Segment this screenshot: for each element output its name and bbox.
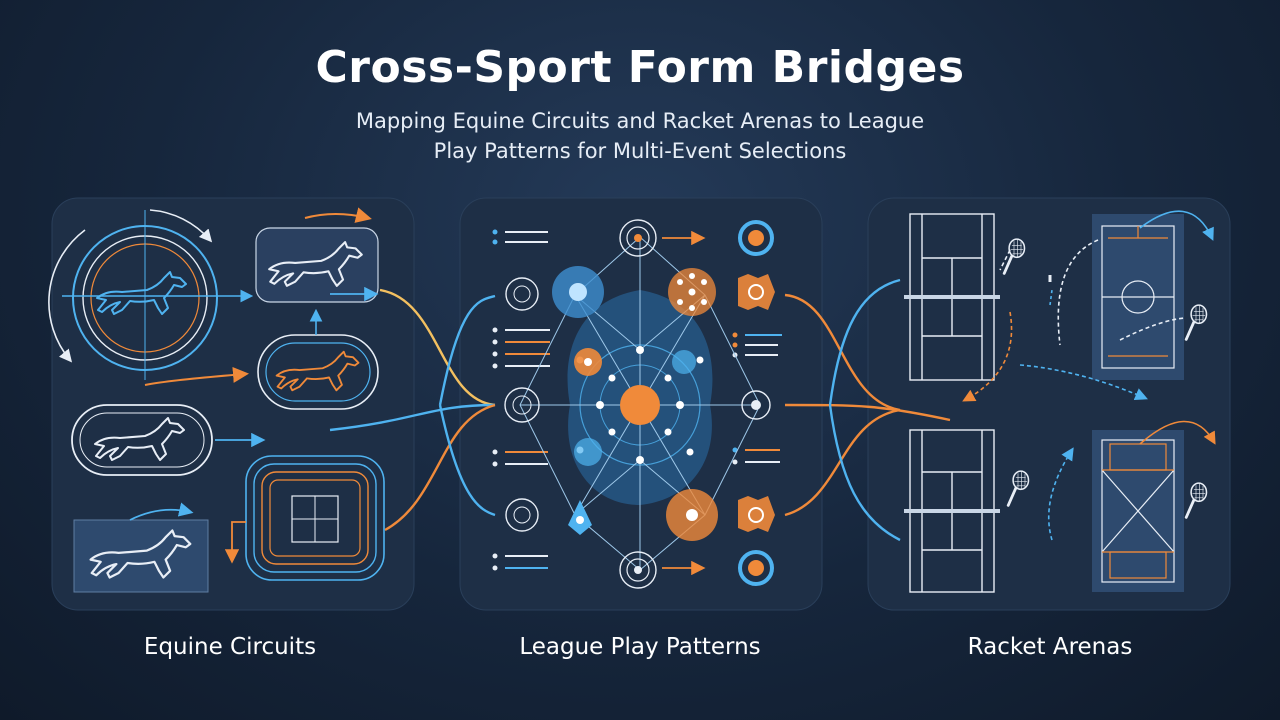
league-arrows — [662, 230, 706, 576]
tennis-court-icon — [904, 213, 1000, 381]
league-list-left — [492, 229, 550, 571]
arrow-card-bottom — [129, 502, 194, 521]
target-nodes — [738, 220, 775, 586]
bridge-lines-left — [329, 288, 496, 532]
oval-track-white-inner — [79, 412, 205, 468]
arrow-to-oval — [144, 366, 249, 386]
network-node-icon — [668, 268, 716, 316]
oval-track-orange-inner — [265, 342, 371, 402]
page-title: Cross-Sport Form Bridges — [315, 42, 965, 93]
bridge-lines-right — [784, 278, 951, 542]
equine-circuits-label: Equine Circuits — [143, 634, 317, 660]
network-node-icon — [666, 489, 718, 541]
court-dark-top — [1092, 214, 1184, 380]
league-list-right — [732, 332, 782, 465]
tennis-court-icon — [904, 429, 1000, 593]
network-node-icon — [552, 266, 604, 318]
subtitle-line-2: Play Patterns for Multi-Event Selections — [433, 139, 847, 163]
racetrack-circle — [48, 209, 254, 380]
oval-track-orange — [257, 334, 379, 410]
racket-arenas-label: Racket Arenas — [967, 634, 1133, 660]
oval-track-white — [71, 404, 213, 476]
racket-arrows — [962, 210, 1216, 541]
court-dark-bottom — [1092, 430, 1184, 592]
subtitle-line-1: Mapping Equine Circuits and Racket Arena… — [355, 109, 925, 133]
network-node-icon — [568, 500, 592, 535]
network-hub — [519, 236, 761, 571]
racetrack-square — [224, 455, 385, 581]
page-subtitle: Mapping Equine Circuits and Racket Arena… — [290, 106, 990, 166]
ring-nodes — [504, 219, 771, 589]
league-play-patterns-label: League Play Patterns — [519, 634, 761, 660]
arrow-top — [304, 207, 372, 223]
